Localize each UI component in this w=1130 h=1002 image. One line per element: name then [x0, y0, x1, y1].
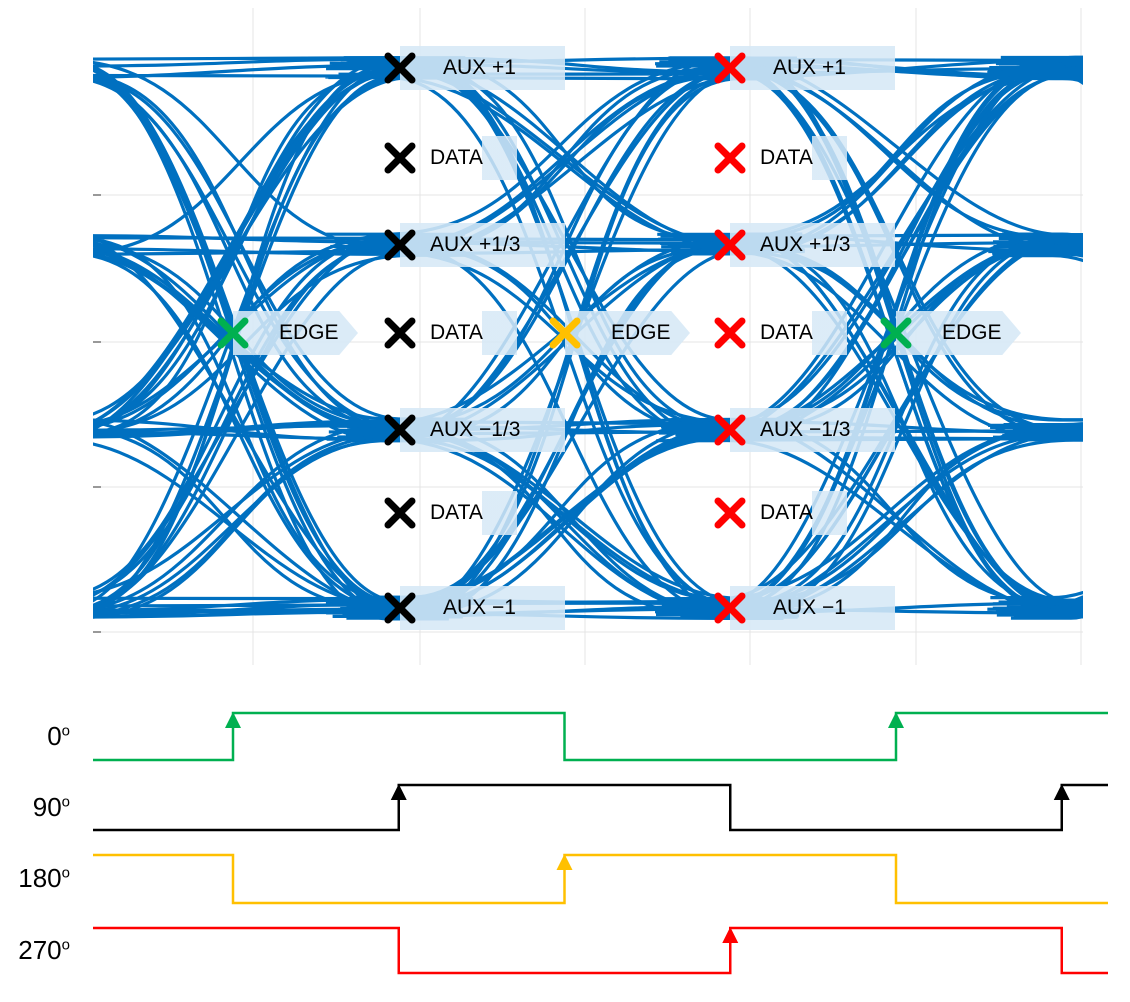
sampler-label: AUX −1/3: [400, 408, 565, 452]
eye-trace: [93, 62, 1083, 616]
eye-trace: [93, 61, 1083, 430]
sampler-x-icon: [714, 317, 746, 349]
eye-trace: [93, 232, 1083, 601]
clock-270-deg: [93, 926, 1108, 975]
degree-symbol: o: [61, 935, 70, 953]
eye-trace: [93, 67, 1083, 617]
sampler-x-icon: [714, 229, 746, 261]
sampler-x-icon: [714, 52, 746, 84]
clock-90-deg: [93, 783, 1108, 832]
sampler-label: AUX −1: [400, 586, 565, 630]
sampler-x-icon: [384, 317, 416, 349]
sampler-x-icon: [384, 229, 416, 261]
sampler-label: AUX +1: [730, 46, 895, 90]
clock-180-deg: [93, 853, 1108, 905]
sampler-x-icon: [384, 414, 416, 446]
degree-symbol: o: [61, 864, 70, 882]
clock-waveform: [93, 783, 1108, 832]
phase-label: 270o: [0, 935, 70, 966]
eye-trace: [93, 236, 1083, 618]
sampler-x-icon: [384, 52, 416, 84]
sampler-x-icon: [714, 592, 746, 624]
edge-label: EDGE: [233, 311, 358, 355]
eye-trace: [93, 71, 1083, 608]
sampler-label: DATA: [730, 311, 847, 355]
eye-trace: [93, 60, 1083, 612]
sampler-x-icon: [384, 592, 416, 624]
edge-label: EDGE: [896, 311, 1021, 355]
sampler-label: AUX +1/3: [400, 223, 565, 267]
eye-trace: [93, 426, 1083, 612]
eye-trace: [93, 73, 1083, 440]
eye-trace: [93, 56, 1083, 611]
sampler-x-icon: [714, 414, 746, 446]
phase-value: 180: [18, 863, 62, 893]
sampler-label: DATA: [400, 136, 517, 180]
sampler-label: AUX +1/3: [730, 223, 895, 267]
clock-waveform: [93, 853, 1108, 905]
phase-value: 270: [18, 934, 62, 965]
edge-x-icon: [880, 317, 912, 349]
sampler-x-icon: [714, 142, 746, 174]
phase-value: 90: [32, 791, 62, 822]
sampler-x-icon: [384, 142, 416, 174]
sampler-label: AUX −1/3: [730, 408, 895, 452]
sampler-x-icon: [384, 497, 416, 529]
sampler-label: DATA: [730, 136, 847, 180]
phase-label: 90o: [0, 792, 70, 823]
clock-phase-waveforms: [93, 711, 1108, 975]
eye-trace: [93, 427, 1083, 619]
clock-waveform: [93, 926, 1108, 975]
phase-label: 180o: [0, 863, 70, 894]
phase-label: 0o: [0, 721, 70, 752]
edge-x-icon: [549, 317, 581, 349]
sampler-label: DATA: [400, 491, 517, 535]
sampler-x-icon: [714, 497, 746, 529]
eye-trace: [93, 76, 1083, 619]
degree-symbol: o: [61, 721, 70, 739]
sampler-label: AUX −1: [730, 586, 895, 630]
sampler-label: DATA: [730, 491, 847, 535]
clock-waveform: [93, 711, 1108, 762]
edge-x-icon: [217, 317, 249, 349]
sampler-label: AUX +1: [400, 46, 565, 90]
phase-value: 0: [47, 720, 62, 751]
eye-trace: [93, 419, 1083, 613]
edge-label: EDGE: [565, 311, 690, 355]
clock-0-deg: [93, 711, 1108, 762]
sampler-label: DATA: [400, 311, 517, 355]
degree-symbol: o: [61, 792, 70, 810]
